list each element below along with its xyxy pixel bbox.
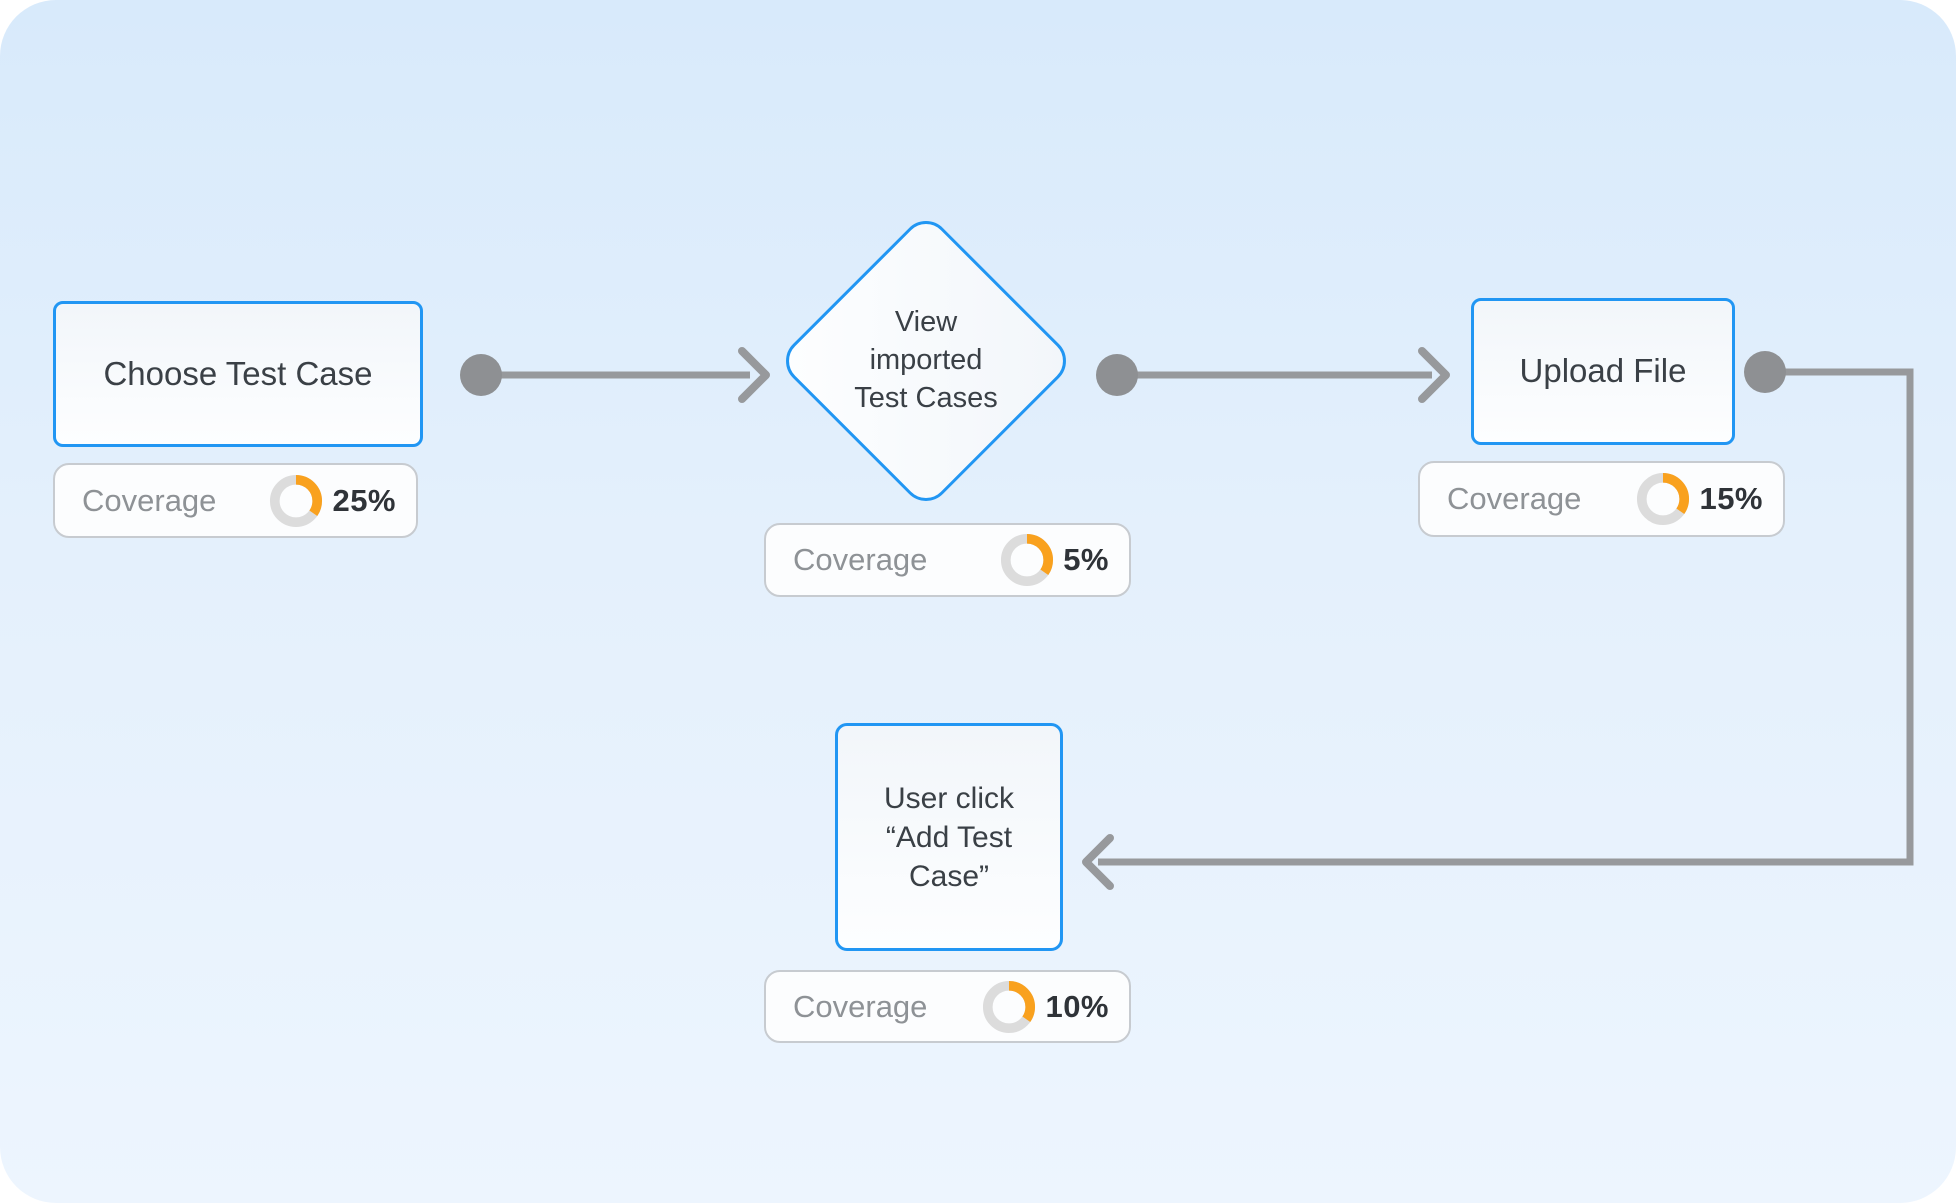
coverage-value: 15%	[1699, 481, 1763, 516]
coverage-donut-icon	[983, 980, 1036, 1033]
connector-dot-1	[460, 354, 502, 396]
node-upload-file[interactable]: Upload File	[1471, 298, 1735, 445]
connector-dot-2	[1096, 354, 1138, 396]
coverage-donut-icon	[1001, 533, 1054, 587]
coverage-badge-user-click: Coverage 10%	[764, 970, 1131, 1043]
node-label: Upload File	[1519, 352, 1687, 390]
node-label: View imported Test Cases	[854, 306, 998, 414]
coverage-label: Coverage	[1447, 481, 1582, 516]
coverage-donut-icon	[270, 474, 323, 527]
coverage-donut-icon	[1637, 472, 1690, 526]
arrowhead-icon-3	[1082, 834, 1114, 890]
coverage-value: 5%	[1063, 542, 1109, 577]
node-label: User click “Add Test Case”	[883, 781, 1014, 893]
node-user-click-add-test-case[interactable]: User click “Add Test Case”	[835, 723, 1063, 951]
coverage-badge-upload-file: Coverage 15%	[1418, 461, 1785, 537]
node-choose-test-case[interactable]: Choose Test Case	[53, 301, 423, 447]
coverage-label: Coverage	[793, 542, 928, 577]
coverage-label: Coverage	[793, 988, 928, 1024]
coverage-badge-choose-test-case: Coverage 25%	[53, 463, 418, 538]
arrowhead-icon-1	[738, 347, 770, 403]
connector-line-3	[1098, 368, 1914, 866]
arrowhead-icon-2	[1418, 347, 1450, 403]
coverage-badge-view-imported: Coverage 5%	[764, 523, 1131, 597]
connector-dot-3	[1744, 351, 1786, 393]
coverage-value: 10%	[1045, 988, 1109, 1024]
node-label: Choose Test Case	[103, 354, 373, 392]
coverage-label: Coverage	[82, 482, 217, 518]
coverage-value: 25%	[332, 482, 396, 518]
